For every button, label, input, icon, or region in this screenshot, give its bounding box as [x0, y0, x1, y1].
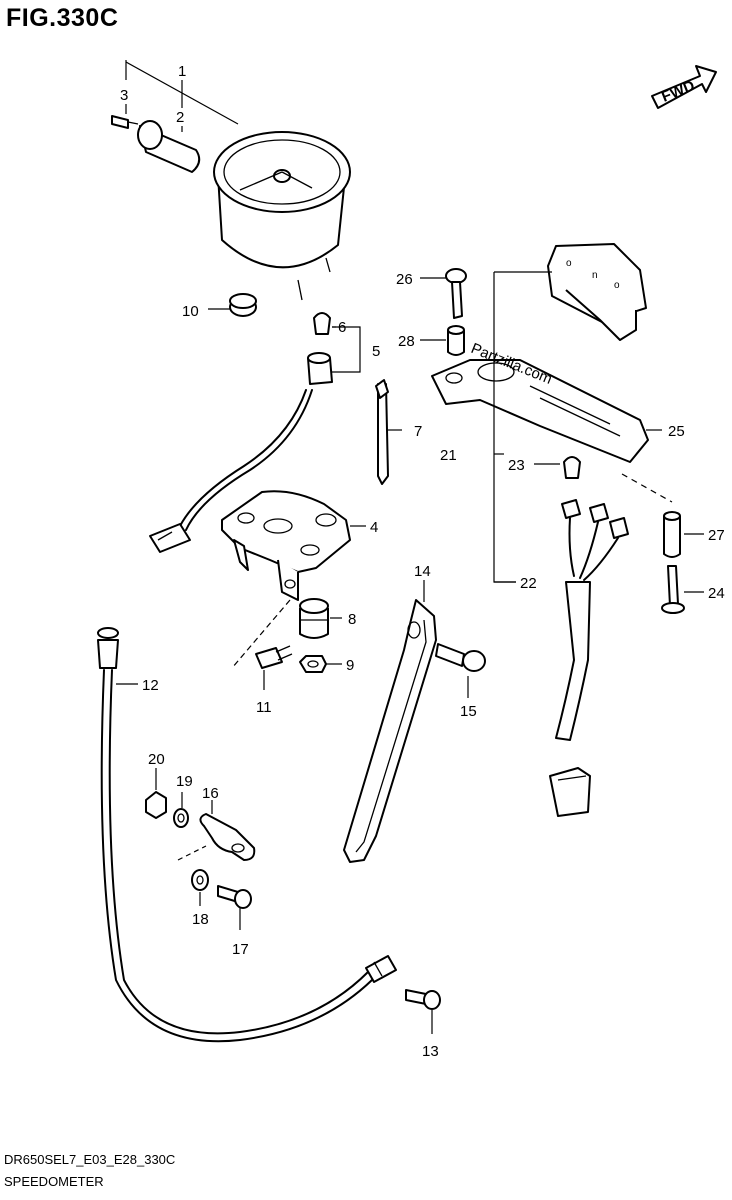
collar-part-27 [663, 511, 681, 558]
callout-9: 9 [346, 657, 354, 674]
lamp-socket-part-2 [137, 120, 201, 173]
callout-20: 20 [148, 751, 165, 768]
indicator-lens-cover: o n o [547, 243, 647, 341]
strap-part-14 [343, 599, 437, 863]
callout-23: 23 [508, 457, 525, 474]
callout-11: 11 [256, 699, 272, 716]
screw-part-13 [405, 989, 441, 1010]
screw-part-26 [445, 268, 467, 319]
callout-4: 4 [370, 519, 378, 536]
bracket-part-4 [221, 490, 351, 601]
wiring-harness-part-22 [549, 499, 629, 817]
callout-17: 17 [232, 941, 249, 958]
callout-16: 16 [202, 785, 219, 802]
callout-7: 7 [414, 423, 422, 440]
callout-28: 28 [398, 333, 415, 350]
washer-part-18 [191, 869, 209, 891]
connector-part-5-plug [149, 523, 191, 553]
callout-10: 10 [182, 303, 199, 320]
figure-title: FIG.330C [6, 4, 119, 32]
callout-2: 2 [176, 109, 184, 126]
screw-part-24 [661, 565, 685, 614]
callout-8: 8 [348, 611, 356, 628]
callout-1: 1 [178, 63, 186, 80]
fwd-arrow-icon: FWD [651, 65, 717, 109]
callout-27: 27 [708, 527, 725, 544]
bolt-part-17 [217, 885, 252, 909]
callout-22: 22 [520, 575, 537, 592]
callout-18: 18 [192, 911, 209, 928]
callout-25: 25 [668, 423, 685, 440]
svg-text:n: n [592, 270, 598, 281]
callout-labels: 1 2 3 4 5 6 7 8 9 10 11 12 13 14 15 16 1… [120, 63, 725, 1060]
svg-text:o: o [614, 280, 620, 291]
clamp-part-16 [199, 813, 256, 861]
callout-26: 26 [396, 271, 413, 288]
figure-name: SPEEDOMETER [4, 1174, 104, 1189]
screw-part-3 [111, 115, 139, 129]
cap-part-10 [229, 293, 257, 317]
nut-part-9 [299, 655, 327, 673]
cable-tie-part-7 [375, 379, 389, 485]
callout-14: 14 [414, 563, 431, 580]
nut-part-20 [145, 791, 167, 819]
socket-part-5 [307, 352, 333, 385]
callout-15: 15 [460, 703, 477, 720]
grommet-part-8 [299, 598, 329, 639]
callout-3: 3 [120, 87, 128, 104]
collar-part-28 [447, 325, 465, 356]
model-code: DR650SEL7_E03_E28_330C [4, 1152, 176, 1167]
callout-12: 12 [142, 677, 159, 694]
callout-21: 21 [440, 447, 457, 464]
bolt-part-11 [255, 645, 293, 669]
fwd-label: FWD [659, 77, 697, 106]
indicator-lamp-housing-part-25 [431, 359, 649, 463]
washer-part-19 [173, 808, 189, 828]
bulb-part-23 [563, 456, 581, 479]
callout-13: 13 [422, 1043, 439, 1060]
speedometer-cable-part-12 [97, 627, 397, 1043]
speedometer-gauge [213, 131, 351, 301]
bulb-part-6 [313, 312, 331, 335]
callout-5: 5 [372, 343, 380, 360]
svg-text:o: o [566, 258, 572, 269]
callout-19: 19 [176, 773, 193, 790]
callout-24: 24 [708, 585, 725, 602]
callout-6: 6 [338, 319, 346, 336]
bolt-part-15 [435, 643, 486, 672]
